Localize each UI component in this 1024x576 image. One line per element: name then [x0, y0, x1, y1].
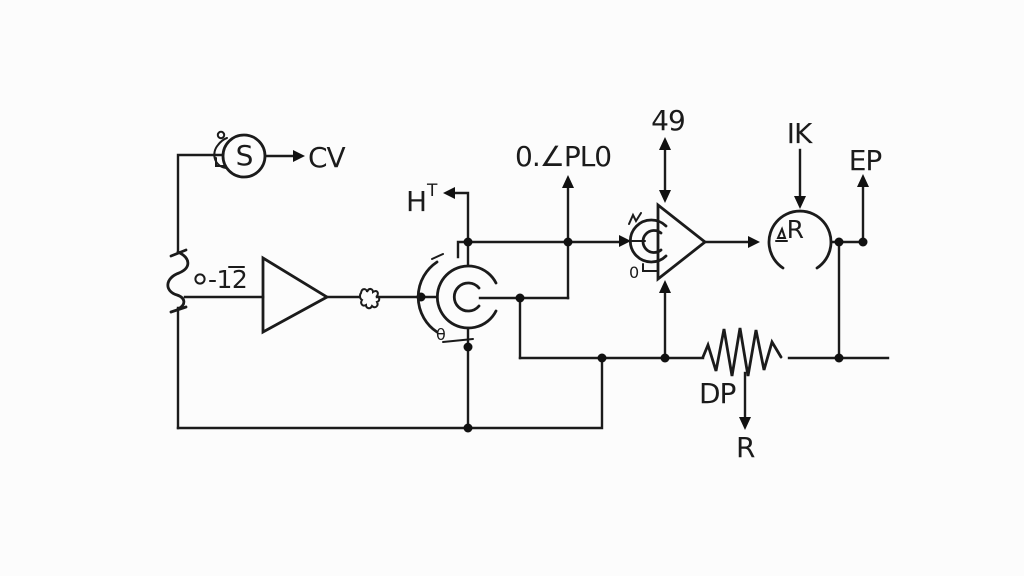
sensor-hook	[213, 137, 228, 169]
gain49-down-arrowhead	[659, 190, 671, 203]
wires	[176, 140, 890, 430]
spk-bottom-arrowhead	[659, 280, 671, 293]
cv-arrowhead	[293, 150, 305, 162]
drive-delta-mark	[628, 212, 642, 225]
bias-label-group: -12	[194, 265, 248, 294]
junction-dot	[463, 342, 473, 352]
motor-brush-tick-bottom	[442, 338, 474, 343]
junction-dot	[563, 237, 573, 247]
sensor-label: S	[236, 139, 253, 172]
motor-brush-tick-top	[431, 253, 444, 260]
pl0-arrowhead	[562, 175, 574, 188]
drive-arc	[628, 218, 668, 264]
regulator-delta-mark	[775, 226, 788, 242]
drive-symbol: 0	[628, 202, 708, 282]
gain49-up-arrowhead	[659, 137, 671, 150]
junction-dot	[834, 237, 844, 247]
junction-dot	[858, 237, 868, 247]
ik-arrowhead	[794, 196, 806, 209]
ht-label: H	[406, 185, 426, 218]
resistor-zigzag	[701, 327, 783, 377]
wire-topleft	[176, 153, 225, 254]
junction-dot	[660, 353, 670, 363]
motor-symbol: θ	[416, 253, 498, 344]
sensor-hook-ring	[216, 130, 226, 140]
theta-label: θ	[436, 325, 446, 344]
breaker-curve	[166, 250, 190, 311]
junction-dots	[416, 237, 868, 433]
regulator-symbol: R	[767, 209, 833, 270]
junction-dot	[597, 353, 607, 363]
dp-arrowhead	[739, 417, 751, 430]
regulator-circle	[767, 209, 833, 270]
junction-dot	[515, 293, 525, 303]
wire-row-242	[456, 240, 622, 259]
dp-label: DP	[699, 377, 736, 410]
sensor-symbol	[213, 130, 267, 179]
cv-label: CV	[308, 141, 346, 174]
spk-left-arrowhead	[619, 235, 631, 247]
bias-label: -12	[208, 265, 247, 294]
ht-superscript: T	[426, 181, 438, 201]
bias-ring-icon	[194, 273, 206, 285]
regulator-label: R	[787, 215, 804, 244]
drive-triangle	[656, 202, 708, 282]
pl0-label: 0.∠PL0	[515, 140, 611, 173]
motor-brush-arc	[416, 260, 439, 334]
junction-dot	[463, 237, 473, 247]
ep-arrowhead	[857, 174, 869, 187]
sensor-hook-foot	[215, 157, 225, 167]
ep-label: EP	[849, 144, 882, 177]
r-out-label: R	[736, 431, 755, 464]
wire-bottom-run	[176, 356, 604, 430]
drive-inner-arc	[641, 229, 663, 254]
breaker-tick-bottom	[169, 305, 188, 314]
junction-dot	[463, 423, 473, 433]
rcircle-in-arrowhead	[748, 236, 760, 248]
amplifier-triangle	[261, 255, 330, 335]
coupling-blob-icon	[359, 288, 381, 310]
drive-zero-lead	[642, 263, 659, 272]
breaker-symbol	[166, 248, 190, 314]
sensor-circle	[221, 133, 267, 179]
arrowheads	[293, 137, 869, 430]
motor-outer-circle	[435, 264, 498, 330]
motor-inner-circle	[452, 281, 481, 313]
drive-zero-label: 0	[629, 263, 639, 282]
ik-label: IK	[787, 117, 813, 150]
labels: S CV H T 0.∠PL0 49 IK EP DP R	[236, 104, 883, 464]
ht-arrowhead	[443, 187, 455, 199]
junction-dot	[834, 353, 844, 363]
gain49-label: 49	[651, 104, 685, 137]
